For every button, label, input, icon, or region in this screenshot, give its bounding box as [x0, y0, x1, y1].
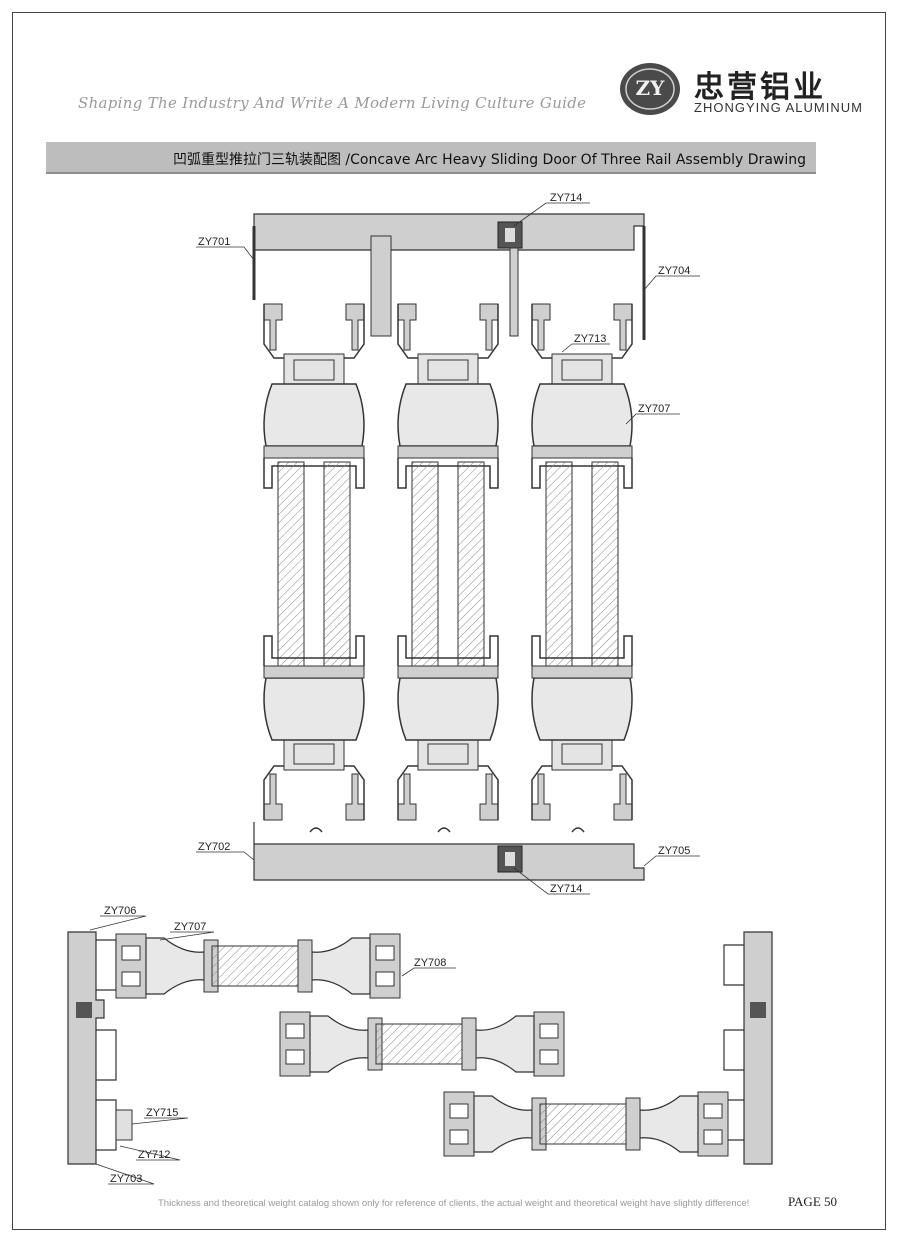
brand-name-cn: 忠营铝业	[694, 70, 826, 105]
label-zy714-bottom: ZY714	[550, 883, 582, 895]
label-zy701: ZY701	[198, 236, 230, 248]
page-title: 凹弧重型推拉门三轨装配图 /Concave Arc Heavy Sliding …	[172, 152, 806, 168]
label-zy708: ZY708	[414, 957, 446, 969]
label-zy705: ZY705	[658, 845, 690, 857]
label-zy715: ZY715	[146, 1107, 178, 1119]
page-frame	[12, 12, 886, 1230]
label-zy707-bottom: ZY707	[174, 921, 206, 933]
sash-column-2	[397, 303, 499, 821]
label-zy714-top: ZY714	[550, 192, 582, 204]
label-zy704: ZY704	[658, 265, 690, 277]
logo-text: ZY	[636, 76, 666, 100]
leader-lines	[89, 202, 700, 1185]
label-zy712: ZY712	[138, 1149, 170, 1161]
label-zy703: ZY703	[110, 1173, 142, 1185]
horizontal-section	[67, 931, 773, 1165]
label-zy713: ZY713	[574, 333, 606, 345]
label-zy707-top: ZY707	[638, 403, 670, 415]
page-number: PAGE 50	[788, 1194, 838, 1209]
footer-disclaimer: Thickness and theoretical weight catalog…	[158, 1198, 750, 1209]
label-zy706: ZY706	[104, 905, 136, 917]
sash-column-3	[531, 303, 633, 821]
brand-name-en: ZHONGYING ALUMINUM	[694, 100, 863, 115]
brand-logo: ZY	[620, 63, 680, 115]
bottom-track	[253, 822, 645, 881]
label-zy702: ZY702	[198, 841, 230, 853]
top-track	[252, 213, 646, 340]
tagline: Shaping The Industry And Write A Modern …	[78, 94, 587, 112]
title-bar: 凹弧重型推拉门三轨装配图 /Concave Arc Heavy Sliding …	[46, 142, 816, 174]
sash-column-1	[263, 303, 365, 821]
